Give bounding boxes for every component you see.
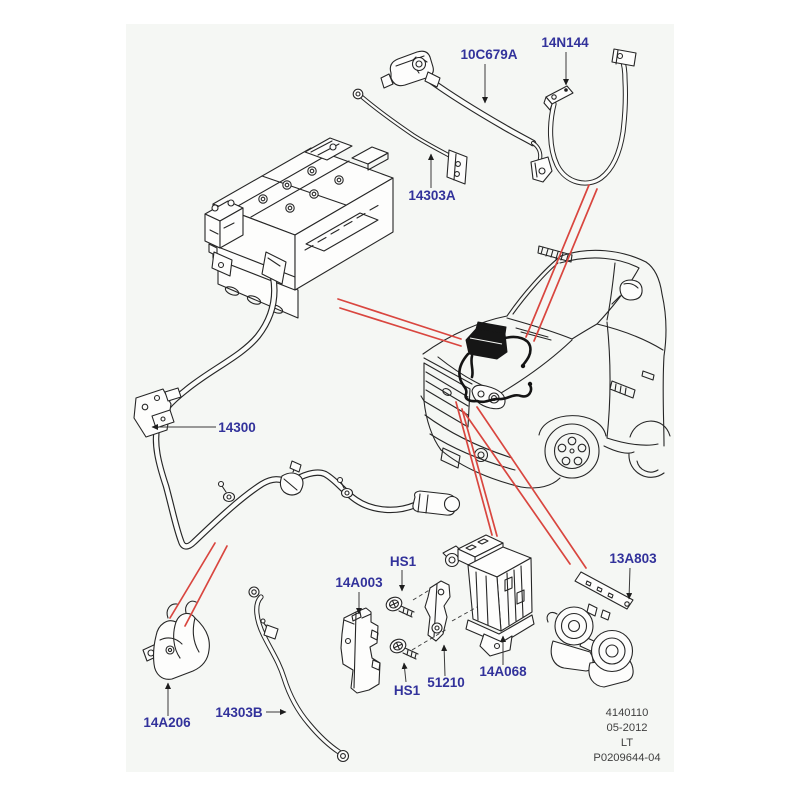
battery-harness-14300: [133, 251, 461, 546]
red-callout-lines: [169, 184, 598, 627]
positive-cable-10C679A: [380, 50, 553, 183]
screw-HS1-lower: [389, 638, 419, 660]
part-label-14N144: 14N144: [541, 35, 589, 50]
drawing-date: 05-2012: [606, 722, 647, 734]
part-label-14A206: 14A206: [143, 715, 191, 730]
part-label-13A803: 13A803: [609, 551, 657, 566]
part-label-HS1-upper: HS1: [390, 554, 417, 569]
part-label-10C679A: 10C679A: [460, 47, 517, 62]
ground-cable-14303B: [248, 586, 350, 763]
ground-cable-14N144: [543, 48, 637, 183]
part-label-14303B: 14303B: [215, 705, 263, 720]
part-label-14303A: 14303A: [408, 188, 456, 203]
drawing-number: 4140110: [606, 707, 649, 719]
label-leader-lines: [151, 52, 633, 716]
screw-HS1-upper: [385, 596, 415, 618]
drawing-info-block: 4140110 05-2012 LT P0209644-04: [593, 707, 660, 764]
part-label-14A003: 14A003: [335, 575, 383, 590]
part-labels: 10C679A 14N144 14303A 14300 14A003 HS1 H…: [143, 35, 657, 730]
clamp-14A206: [142, 600, 210, 680]
part-label-51210: 51210: [427, 675, 465, 690]
drawing-code: LT: [621, 737, 633, 749]
drawing-reference: P0209644-04: [593, 752, 660, 764]
engine-bay-harness: [458, 321, 533, 404]
part-label-14300: 14300: [218, 420, 256, 435]
fusebox-14A068: [442, 534, 535, 657]
assembly-dashed-lines: [411, 588, 478, 651]
strap-cable-14303A: [352, 88, 468, 185]
horn-13A803: [546, 571, 634, 688]
plate-51210: [424, 580, 451, 642]
part-label-HS1-lower: HS1: [394, 683, 421, 698]
part-label-14A068: 14A068: [479, 664, 527, 679]
